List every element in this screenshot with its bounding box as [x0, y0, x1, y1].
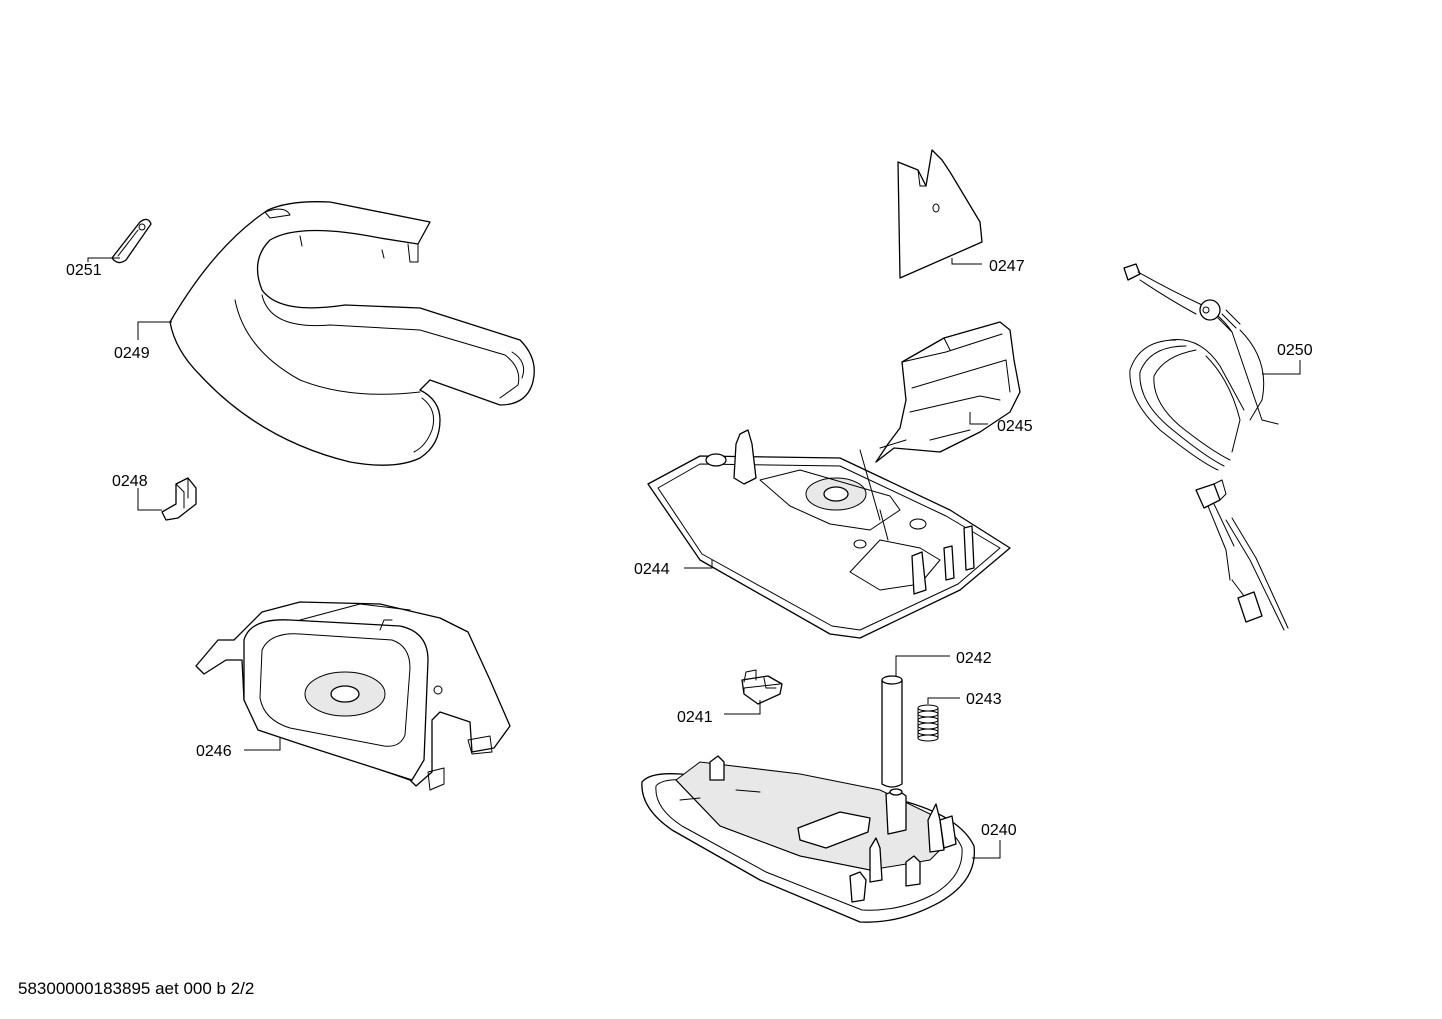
part-0245-cover[interactable] [875, 321, 1021, 463]
part-0247-plate[interactable] [897, 149, 983, 279]
part-0249-handle[interactable] [169, 201, 535, 466]
part-0242-tube[interactable] [881, 675, 903, 788]
label-0249: 0249 [114, 345, 150, 362]
part-0250-power-cord[interactable] [1123, 263, 1289, 631]
label-0251: 0251 [66, 262, 102, 279]
label-0240: 0240 [981, 822, 1017, 839]
label-0246: 0246 [196, 743, 232, 760]
document-footer-id: 58300000183895 aet 000 b 2/2 [18, 979, 255, 998]
label-0243: 0243 [966, 691, 1002, 708]
label-0241: 0241 [677, 709, 713, 726]
part-labels: 0251 0249 0248 0246 0247 0245 0244 0250 … [66, 258, 1313, 839]
part-0243-spring[interactable] [917, 704, 939, 742]
leader-lines [87, 257, 1301, 859]
part-0248-bracket[interactable] [161, 477, 197, 521]
part-0251-clip[interactable] [111, 218, 152, 264]
part-0244-housing[interactable] [647, 429, 1011, 639]
label-0245: 0245 [997, 418, 1033, 435]
label-0244: 0244 [634, 561, 670, 578]
label-0250: 0250 [1277, 342, 1313, 359]
part-0241-switch[interactable] [741, 669, 783, 705]
label-0248: 0248 [112, 473, 148, 490]
part-0246-handle-frame[interactable] [195, 601, 511, 791]
part-0240-soleplate[interactable] [641, 755, 976, 923]
label-0247: 0247 [989, 258, 1025, 275]
label-0242: 0242 [956, 650, 992, 667]
